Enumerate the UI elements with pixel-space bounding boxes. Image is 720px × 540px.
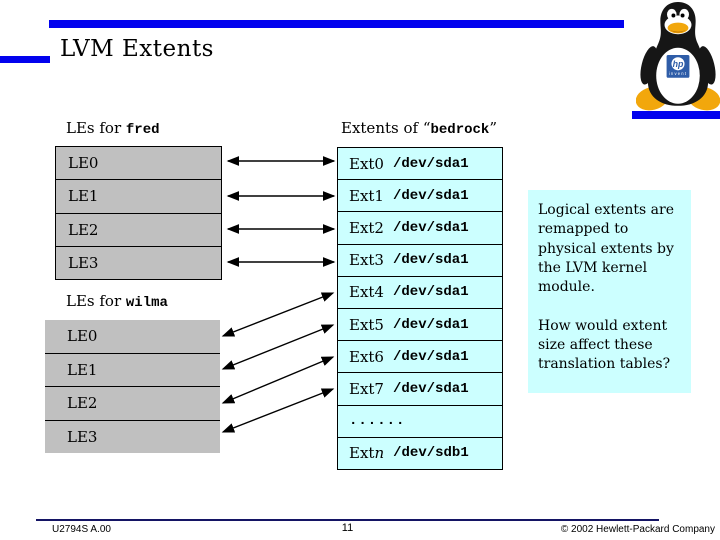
extent-label: Ext0 bbox=[349, 154, 384, 173]
extent-row: Ext7/dev/sda1 bbox=[338, 373, 502, 406]
extent-device: /dev/sda1 bbox=[392, 381, 469, 398]
note-question: How would extent size affect these trans… bbox=[538, 317, 671, 373]
fred-volume-name: fred bbox=[125, 122, 160, 138]
title-underline bbox=[0, 56, 50, 63]
extent-label: Ext5 bbox=[349, 315, 384, 334]
arrow-wilma-le3-ext7 bbox=[221, 388, 335, 433]
wilma-volume-name: wilma bbox=[125, 295, 168, 311]
ellipsis: ...... bbox=[349, 413, 406, 430]
extent-row: Ext3/dev/sda1 bbox=[338, 245, 502, 277]
extent-device: /dev/sda1 bbox=[392, 348, 469, 365]
wilma-heading-prefix: LEs for bbox=[66, 292, 126, 310]
extent-device: /dev/sda1 bbox=[392, 252, 469, 269]
extent-row: Ext2/dev/sda1 bbox=[338, 212, 502, 245]
extent-device: /dev/sda1 bbox=[392, 220, 469, 236]
wilma-le-row: LE1 bbox=[45, 354, 220, 387]
bedrock-heading: Extents of “bedrock” bbox=[341, 119, 497, 138]
logo-underline bbox=[632, 111, 720, 119]
page-number: 11 bbox=[341, 522, 354, 534]
svg-text:invent: invent bbox=[669, 71, 688, 76]
fred-le-row: LE1 bbox=[56, 180, 221, 214]
arrow-wilma-le2-ext6 bbox=[221, 356, 335, 404]
wilma-heading: LEs for wilma bbox=[66, 292, 168, 311]
extent-row: Ext1/dev/sda1 bbox=[338, 180, 502, 213]
extent-device: /dev/sdb1 bbox=[393, 445, 469, 462]
close-quote: ” bbox=[489, 119, 497, 137]
wilma-le-row: LE3 bbox=[67, 427, 98, 446]
extent-label-prefix: Ext bbox=[349, 444, 375, 463]
extent-label-n: n bbox=[374, 444, 385, 463]
open-quote: “ bbox=[422, 119, 431, 137]
copyright: © 2002 Hewlett-Packard Company bbox=[560, 524, 715, 535]
fred-le-table: LE0 LE1 LE2 LE3 bbox=[55, 146, 222, 280]
fred-heading-prefix: LEs for bbox=[66, 119, 126, 137]
wilma-le-table: LE0 LE1 LE2 LE3 bbox=[45, 320, 220, 453]
wilma-le-row: LE2 bbox=[45, 387, 220, 421]
extent-device: /dev/sda1 bbox=[392, 284, 469, 301]
header-rule bbox=[49, 20, 624, 28]
fred-le-row: LE0 bbox=[56, 147, 221, 181]
extent-label: Ext1 bbox=[349, 186, 384, 205]
extent-device: /dev/sda1 bbox=[392, 155, 469, 172]
extent-label: Ext3 bbox=[349, 251, 384, 270]
extent-device: /dev/sda1 bbox=[392, 316, 469, 333]
extent-label: Ext4 bbox=[349, 283, 384, 302]
extent-row: Ext0/dev/sda1 bbox=[338, 148, 502, 181]
note-remap: Logical extents are remapped to physical… bbox=[538, 202, 674, 296]
extent-row: Extn/dev/sdb1 bbox=[338, 438, 502, 469]
extent-ellipsis-row: ...... bbox=[338, 406, 502, 438]
footer-rule bbox=[36, 519, 659, 521]
fred-heading: LEs for fred bbox=[66, 119, 160, 138]
extent-device: /dev/sda1 bbox=[392, 187, 469, 204]
extent-row: Ext6/dev/sda1 bbox=[338, 341, 502, 374]
bedrock-extent-table: Ext0/dev/sda1 Ext1/dev/sda1 Ext2/dev/sda… bbox=[337, 147, 503, 470]
extent-label: Ext7 bbox=[349, 380, 384, 399]
fred-le-row: LE2 bbox=[56, 214, 221, 247]
extent-label: Ext2 bbox=[349, 219, 384, 237]
tux-penguin-icon: hp invent bbox=[635, 2, 720, 111]
svg-text:hp: hp bbox=[673, 59, 684, 69]
tux-hp-logo: hp invent bbox=[635, 1, 720, 111]
page-title: LVM Extents bbox=[60, 36, 214, 62]
extent-label: Extn bbox=[349, 444, 384, 462]
arrow-wilma-le1-ext5 bbox=[221, 324, 335, 370]
arrow-wilma-le0-ext4 bbox=[221, 292, 335, 337]
bedrock-heading-prefix: Extents of bbox=[341, 119, 423, 137]
notes-box: Logical extents are remapped to physical… bbox=[528, 190, 691, 393]
extent-row: Ext5/dev/sda1 bbox=[338, 309, 502, 342]
bedrock-group-name: bedrock bbox=[430, 122, 490, 138]
extent-label: Ext6 bbox=[349, 347, 384, 366]
course-code: U2794S A.00 bbox=[52, 524, 111, 535]
wilma-le-row: LE0 bbox=[45, 320, 220, 354]
fred-le-row: LE3 bbox=[68, 253, 99, 272]
extent-row: Ext4/dev/sda1 bbox=[338, 277, 502, 310]
